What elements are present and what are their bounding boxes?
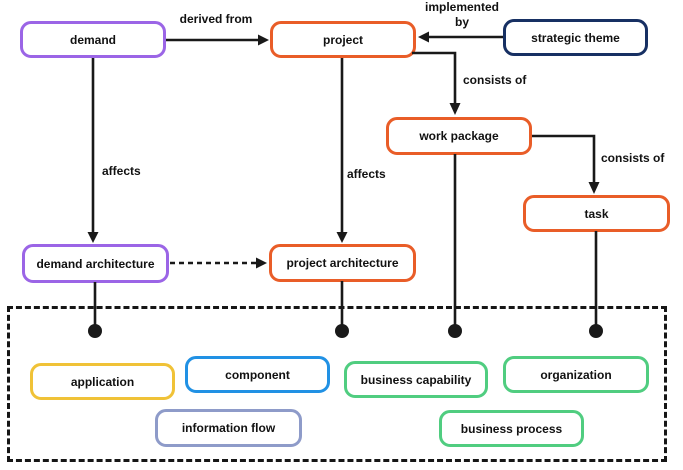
- edge-project-consists-of-work-package: [412, 51, 461, 115]
- node-task-label: task: [584, 206, 609, 221]
- edge-project-affects-project-architecture: [336, 58, 348, 243]
- node-business-capability: business capability: [344, 361, 488, 398]
- edge-demand-affects-demand-architecture: [87, 58, 99, 243]
- node-project: project: [270, 21, 416, 58]
- node-business-capability-label: business capability: [360, 372, 472, 387]
- edge-demand-architecture-to-project-architecture-dashed: [170, 257, 267, 269]
- node-demand-architecture: demand architecture: [22, 244, 169, 283]
- node-component: component: [185, 356, 330, 393]
- node-business-process: business process: [439, 410, 584, 447]
- node-strategic-theme-label: strategic theme: [531, 30, 620, 45]
- node-task: task: [523, 195, 670, 232]
- edge-label-affects-project: affects: [347, 167, 386, 181]
- node-demand: demand: [20, 21, 166, 58]
- edge-strategic-theme-implemented-by-project: [418, 31, 503, 43]
- edge-work-package-consists-of-task: [532, 134, 600, 194]
- edge-label-affects-demand: affects: [102, 164, 141, 178]
- node-organization-label: organization: [540, 367, 612, 382]
- node-application-label: application: [70, 374, 135, 389]
- node-project-architecture: project architecture: [269, 244, 416, 282]
- node-application: application: [30, 363, 175, 400]
- edge-label-derived-from: derived from: [179, 12, 253, 26]
- node-work-package-label: work package: [419, 129, 499, 143]
- edge-label-consists-of-project: consists of: [463, 73, 527, 87]
- node-information-flow-label: information flow: [181, 421, 276, 435]
- node-demand-architecture-label: demand architecture: [36, 256, 155, 271]
- node-information-flow: information flow: [155, 409, 302, 447]
- node-demand-label: demand: [69, 32, 116, 47]
- node-business-process-label: business process: [460, 421, 563, 436]
- edge-label-consists-of-work-package: consists of: [601, 151, 665, 165]
- node-work-package: work package: [386, 117, 532, 155]
- node-organization: organization: [503, 356, 649, 393]
- node-project-label: project: [322, 32, 363, 47]
- edge-demand-derived-from-project: [166, 34, 269, 46]
- node-strategic-theme: strategic theme: [503, 19, 648, 56]
- edge-label-implemented-by: implemented by: [424, 0, 499, 29]
- node-component-label: component: [225, 367, 290, 382]
- node-project-architecture-label: project architecture: [286, 256, 399, 270]
